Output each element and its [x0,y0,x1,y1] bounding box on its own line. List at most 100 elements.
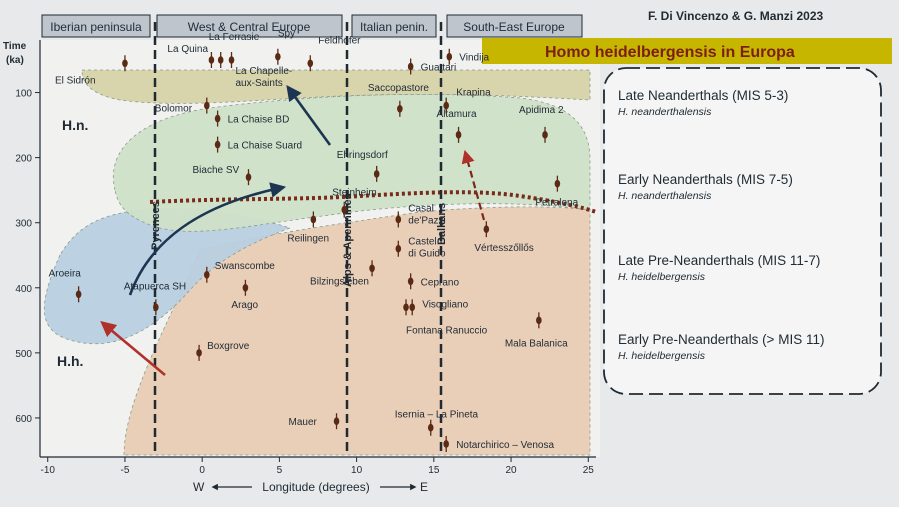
zone-late-pre-neanderthals [43,208,292,345]
site-point [407,62,414,71]
region-box-west-central [156,14,343,38]
site-marker: Vértesszőllős [474,221,534,254]
legend-taxon: H. heidelbergensis [618,271,706,283]
x-tick-label: -5 [120,465,129,476]
site-point [228,56,235,64]
site-label: Boxgrove [207,341,250,352]
site-label: Saccopastore [368,83,430,94]
site-marker: La Chapelle-aux-Saints [228,52,292,89]
banner-bar [482,38,892,64]
site-label: Apidima 2 [519,105,564,116]
site-label: Swanscombe [215,261,275,272]
site-point [554,179,561,188]
site-point [407,277,414,286]
site-point [446,52,453,61]
site-point [307,59,314,68]
site-point [443,101,449,110]
site-point [536,316,542,325]
authors: F. Di Vincenzo & G. Manzi 2023 [648,9,823,23]
site-marker: Petralona [535,175,579,209]
site-point [310,215,317,224]
site-marker: Visogliano [409,299,469,316]
zone-label-hh: H.h. [57,353,83,369]
site-label: aux-Saints [236,78,283,89]
site-marker: Fontana Ranuccio [403,299,488,336]
site-point [333,417,340,426]
site-marker: Steinheim [332,188,377,218]
site-label: Bilzingsleben [310,276,369,287]
site-label: Altamura [437,109,477,120]
y-tick-label: 200 [15,154,32,165]
site-point [245,173,252,181]
site-point [208,56,215,64]
site-marker: Apidima 2 [519,105,564,143]
site-marker: Guattari [407,58,456,75]
site-point [214,140,221,149]
site-point [397,105,403,113]
pre-neanderthal-boundary [149,190,597,214]
site-marker: Krapina [443,88,491,114]
y-tick-label: 600 [15,414,32,425]
site-marker: La Quina [167,44,215,68]
site-label: Feldhofer [318,35,361,46]
site-label: Aroeira [49,268,82,279]
site-marker: Aroeira [49,268,82,303]
zone-late-neanderthals [81,69,591,104]
site-label: Ceprano [421,277,460,288]
site-point [427,423,434,432]
site-point [483,225,490,234]
x-tick-label: 25 [583,465,595,476]
site-marker: Altamura [437,109,477,143]
site-label: Reilingen [287,233,329,244]
site-marker: Reilingen [287,211,329,244]
site-marker: La Chaise BD [214,110,290,127]
site-label: Atapuerca SH [124,281,186,292]
y-tick-label: 300 [15,219,32,230]
site-label: Notarchirico – Venosa [456,440,554,451]
site-label: La Chaise BD [228,115,290,126]
x-tick-label: 10 [351,465,363,476]
x-axis-title: Longitude (degrees) [262,480,369,494]
site-label: La Chaise Suard [228,141,303,152]
region-box-italian [351,14,437,38]
y-tick-label: 400 [15,284,32,295]
site-point [395,244,402,253]
site-marker: Bolomor [155,97,210,115]
y-tick-label: 500 [15,349,32,360]
site-point [275,52,281,61]
site-marker: Isernia – La Pineta [395,410,479,436]
site-point [542,131,548,139]
site-label: Vindija [459,53,489,64]
site-marker: La Chaise Suard [214,136,303,153]
site-marker: Arago [231,279,259,311]
legend-taxon: H. neanderthalensis [618,106,712,118]
site-point [373,170,380,178]
site-label: La Ferrasie [209,32,260,43]
site-label: Casal [408,203,434,214]
site-label: Fontana Ranuccio [406,325,488,336]
region-west-central: West & Central Europe [188,20,311,34]
site-point [409,303,416,312]
dispersal-arrow-red [100,321,166,376]
site-marker: Notarchirico – Venosa [443,435,554,452]
site-marker: Mauer [289,413,340,430]
site-marker: El Sidrón [55,55,128,86]
legend-stage: Late Pre-Neanderthals (MIS 11-7) [618,253,820,268]
site-marker: Boxgrove [196,341,250,361]
site-label: di Guido [408,249,446,260]
site-label: Krapina [456,88,491,99]
region-south-east: South-East Europe [463,20,565,34]
dispersal-arrow-balkan [461,149,486,221]
barrier-pyrenees: Pyrenees [150,201,162,250]
site-point [204,101,210,110]
site-label: Visogliano [422,299,468,310]
site-label: Isernia – La Pineta [395,410,479,421]
site-label: Arago [231,300,258,311]
zone-label-hn: H.n. [62,117,88,133]
site-marker: Saccopastore [368,83,430,117]
region-italian: Italian penin. [360,20,428,34]
legend-stage: Late Neanderthals (MIS 5-3) [618,88,788,103]
region-box-iberia [41,14,151,38]
